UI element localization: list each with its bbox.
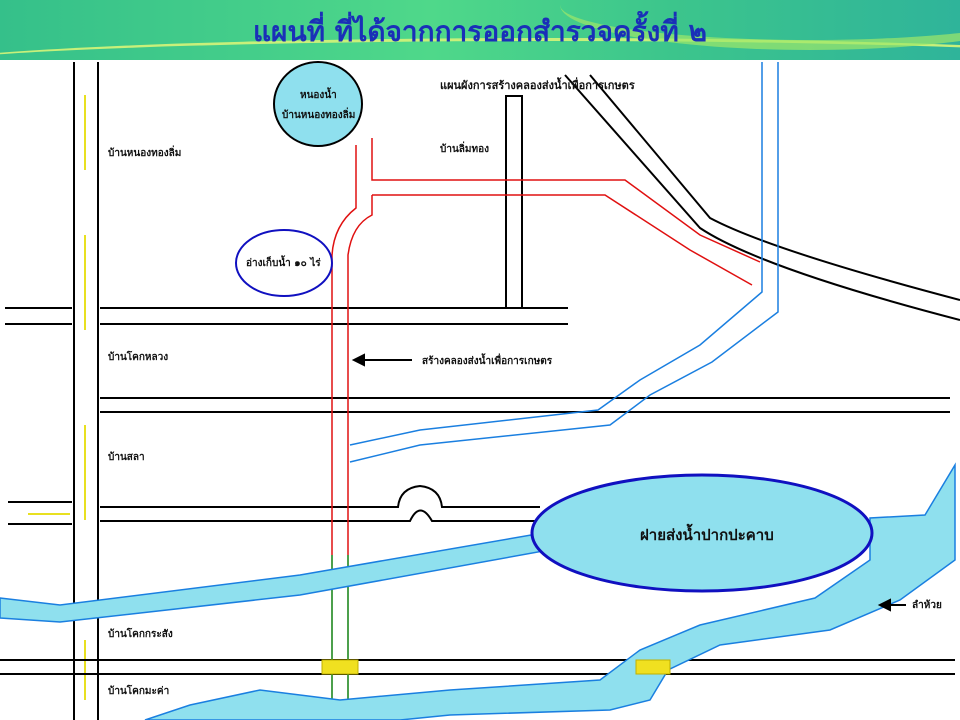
weir-label: ฝายส่งน้ำปากปะคาบ: [640, 526, 774, 544]
village-label: บ้านโคกกระสัง: [108, 629, 173, 640]
arrows: [351, 353, 906, 612]
banner-swoosh: [560, 0, 960, 50]
pond-label-line1: หนองน้ำ: [300, 90, 337, 101]
pond-label-line2: บ้านหนองทองลิ่ม: [282, 110, 356, 121]
road-markings: [28, 95, 86, 700]
bridges: [321, 659, 671, 675]
horizontal-roads: [0, 74, 960, 675]
village-label: บ้านโคกหลวง: [108, 352, 169, 363]
village-label: บ้านสลา: [108, 452, 145, 463]
reservoir-ellipse: [235, 229, 333, 297]
header-banner: แผนที่ ที่ได้จากการออกสำรวจครั้งที่ ๒: [0, 0, 960, 60]
canal-note: สร้างคลองส่งน้ำเพื่อการเกษตร: [422, 356, 553, 367]
village-label: บ้านโคกมะค่า: [108, 686, 170, 697]
village-label: บ้านลิ่มทอง: [440, 144, 489, 155]
banner-swoosh: [0, 38, 960, 60]
village-label: บ้านหนองทองลิ่ม: [108, 148, 182, 159]
canal-blue: [349, 62, 779, 463]
page-title: แผนที่ ที่ได้จากการออกสำรวจครั้งที่ ๒: [253, 15, 707, 48]
weir-ellipse: [530, 473, 874, 593]
map-canvas: [0, 61, 960, 720]
canal-red: [331, 138, 761, 555]
pond-ellipse: [273, 61, 363, 147]
reservoir-label: อ่างเก็บน้ำ ๑๐ ไร่: [246, 258, 321, 269]
map-heading: แผนผังการสร้างคลองส่งน้ำเพื่อการเกษตร: [440, 79, 635, 92]
stream-label: ลำห้วย: [912, 600, 942, 611]
